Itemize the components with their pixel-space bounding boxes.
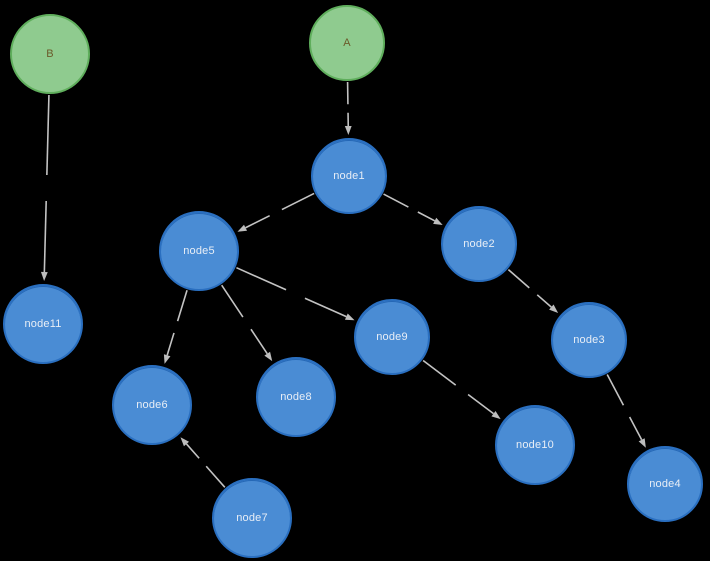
edge-arrowhead-icon [40,271,48,282]
edge-arrowhead-icon [163,354,171,364]
node-label: A [343,36,351,49]
edge-segment [221,284,244,318]
node-label: node7 [236,511,268,524]
edge-segment [422,359,457,386]
node-label: node10 [516,438,554,451]
graph-node-node8[interactable]: node8 [256,357,336,437]
edge-segment [417,211,436,222]
graph-node-node3[interactable]: node3 [551,302,627,378]
graph-node-A[interactable]: A [309,5,385,81]
node-label: node11 [24,317,62,330]
node-label: node5 [183,244,215,257]
edge-segment [250,328,268,355]
edge-segment [606,374,625,406]
node-label: B [46,47,54,60]
graph-edge [40,94,50,282]
graph-edge [507,269,559,314]
edge-segment [205,465,226,488]
edge-arrowhead-icon [264,351,273,362]
graph-node-node7[interactable]: node7 [212,478,292,558]
edge-arrowhead-icon [180,437,190,447]
graph-edge [236,266,355,321]
edge-segment [245,214,271,229]
node-label: node6 [136,398,168,411]
node-label: node9 [376,330,408,343]
graph-node-node5[interactable]: node5 [159,211,239,291]
edge-segment [176,289,188,322]
graph-node-node11[interactable]: node11 [3,284,83,364]
edge-segment [185,443,200,459]
graph-node-B[interactable]: B [10,14,90,94]
edge-segment [43,200,47,273]
node-label: node2 [463,237,495,250]
edge-segment [507,269,530,289]
graph-node-node6[interactable]: node6 [112,365,192,445]
edge-segment [628,416,643,441]
graph-node-node2[interactable]: node2 [441,206,517,282]
graph-edge [163,289,188,364]
edge-arrowhead-icon [638,438,646,448]
edge-arrowhead-icon [491,410,501,420]
edge-segment [236,266,287,291]
edge-arrowhead-icon [344,313,355,321]
graph-edge [237,192,315,232]
graph-edge [383,193,443,225]
graph-edge [180,437,226,488]
edge-segment [281,192,315,211]
graph-edge [606,374,646,448]
graph-node-node1[interactable]: node1 [311,138,387,214]
node-label: node4 [649,477,681,490]
graph-edge [422,359,501,420]
edge-segment [467,393,494,415]
graph-node-node9[interactable]: node9 [354,299,430,375]
edge-arrowhead-icon [344,125,352,136]
node-label: node8 [280,390,312,403]
graph-node-node10[interactable]: node10 [495,405,575,485]
edge-arrowhead-icon [237,224,248,232]
edge-segment [383,193,409,208]
edge-segment [46,94,50,176]
graph-node-node4[interactable]: node4 [627,446,703,522]
edge-arrowhead-icon [549,304,559,314]
node-label: node3 [573,333,605,346]
edge-segment [536,294,552,308]
graph-edge [344,81,352,136]
node-label: node1 [333,169,365,182]
edge-segment [166,332,175,356]
edge-arrowhead-icon [433,217,443,225]
edge-segment [304,297,347,318]
graph-edge [221,284,273,362]
